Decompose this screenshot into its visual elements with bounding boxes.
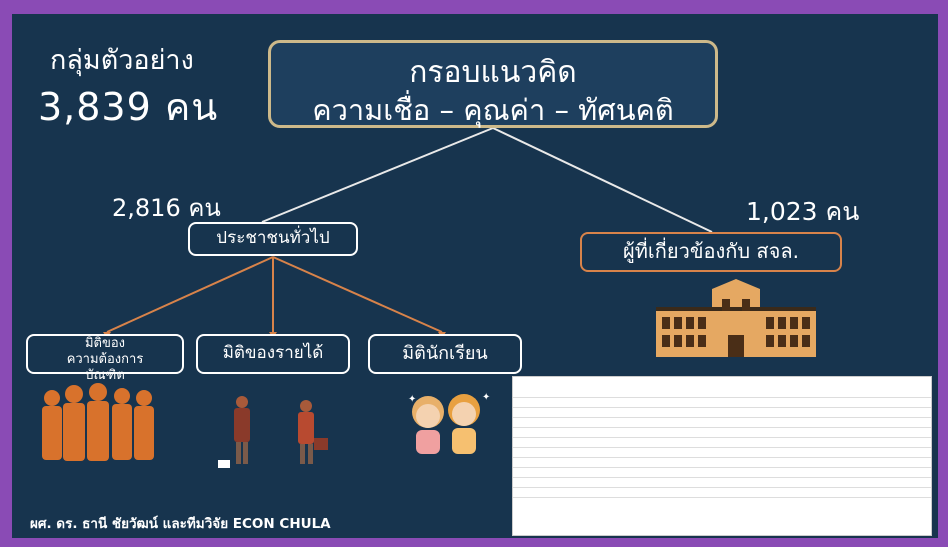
crowd-icon: [42, 383, 154, 461]
sample-label: กลุ่มตัวอย่าง: [50, 45, 194, 76]
svg-text:✦: ✦: [408, 394, 416, 405]
dimension-1-line1: มิติของ: [84, 336, 126, 351]
credit-line: ผศ. ดร. ธานี ชัยวัฒน์ และทีมวิจัย ECON C…: [30, 516, 331, 532]
connector-general: [261, 127, 494, 223]
connector-related: [492, 127, 713, 233]
connector-dim3: [272, 256, 443, 333]
data-table-illegible: [513, 377, 931, 498]
framework-box: กรอบแนวคิด ความเชื่อ – คุณค่า – ทัศนคติ: [268, 40, 718, 128]
general-count: 2,816 คน: [112, 194, 221, 222]
dimension-students: มิตินักเรียน: [368, 334, 522, 374]
framework-subtitle: ความเชื่อ – คุณค่า – ทัศนคติ: [312, 93, 674, 127]
dimension-1-line3: บัณฑิต: [85, 368, 125, 383]
income-figures-icon: [218, 396, 328, 468]
students-icon: ✦ ✦: [408, 392, 490, 454]
general-public-box: ประชาชนทั่วไป: [188, 222, 358, 256]
dimension-1-line2: ความต้องการ: [66, 352, 144, 367]
related-count: 1,023 คน: [746, 197, 860, 226]
dimension-graduate-demand: มิติของ ความต้องการ บัณฑิต: [26, 334, 184, 383]
related-people-box: ผู้ที่เกี่ยวข้องกับ สจล.: [580, 232, 842, 272]
data-table-image: [512, 376, 932, 536]
sample-count: 3,839 คน: [38, 85, 219, 129]
connector-lines: ✦ ✦: [42, 127, 816, 468]
slide: ✦ ✦ กลุ่มตัวอย่าง 3,839 คน กรอบแนวคิด คว…: [12, 14, 938, 538]
building-icon: [656, 279, 816, 357]
framework-title: กรอบแนวคิด: [409, 55, 577, 90]
dimension-income: มิติของรายได้: [196, 334, 350, 374]
connector-dim1: [106, 256, 274, 333]
svg-text:✦: ✦: [482, 392, 490, 403]
